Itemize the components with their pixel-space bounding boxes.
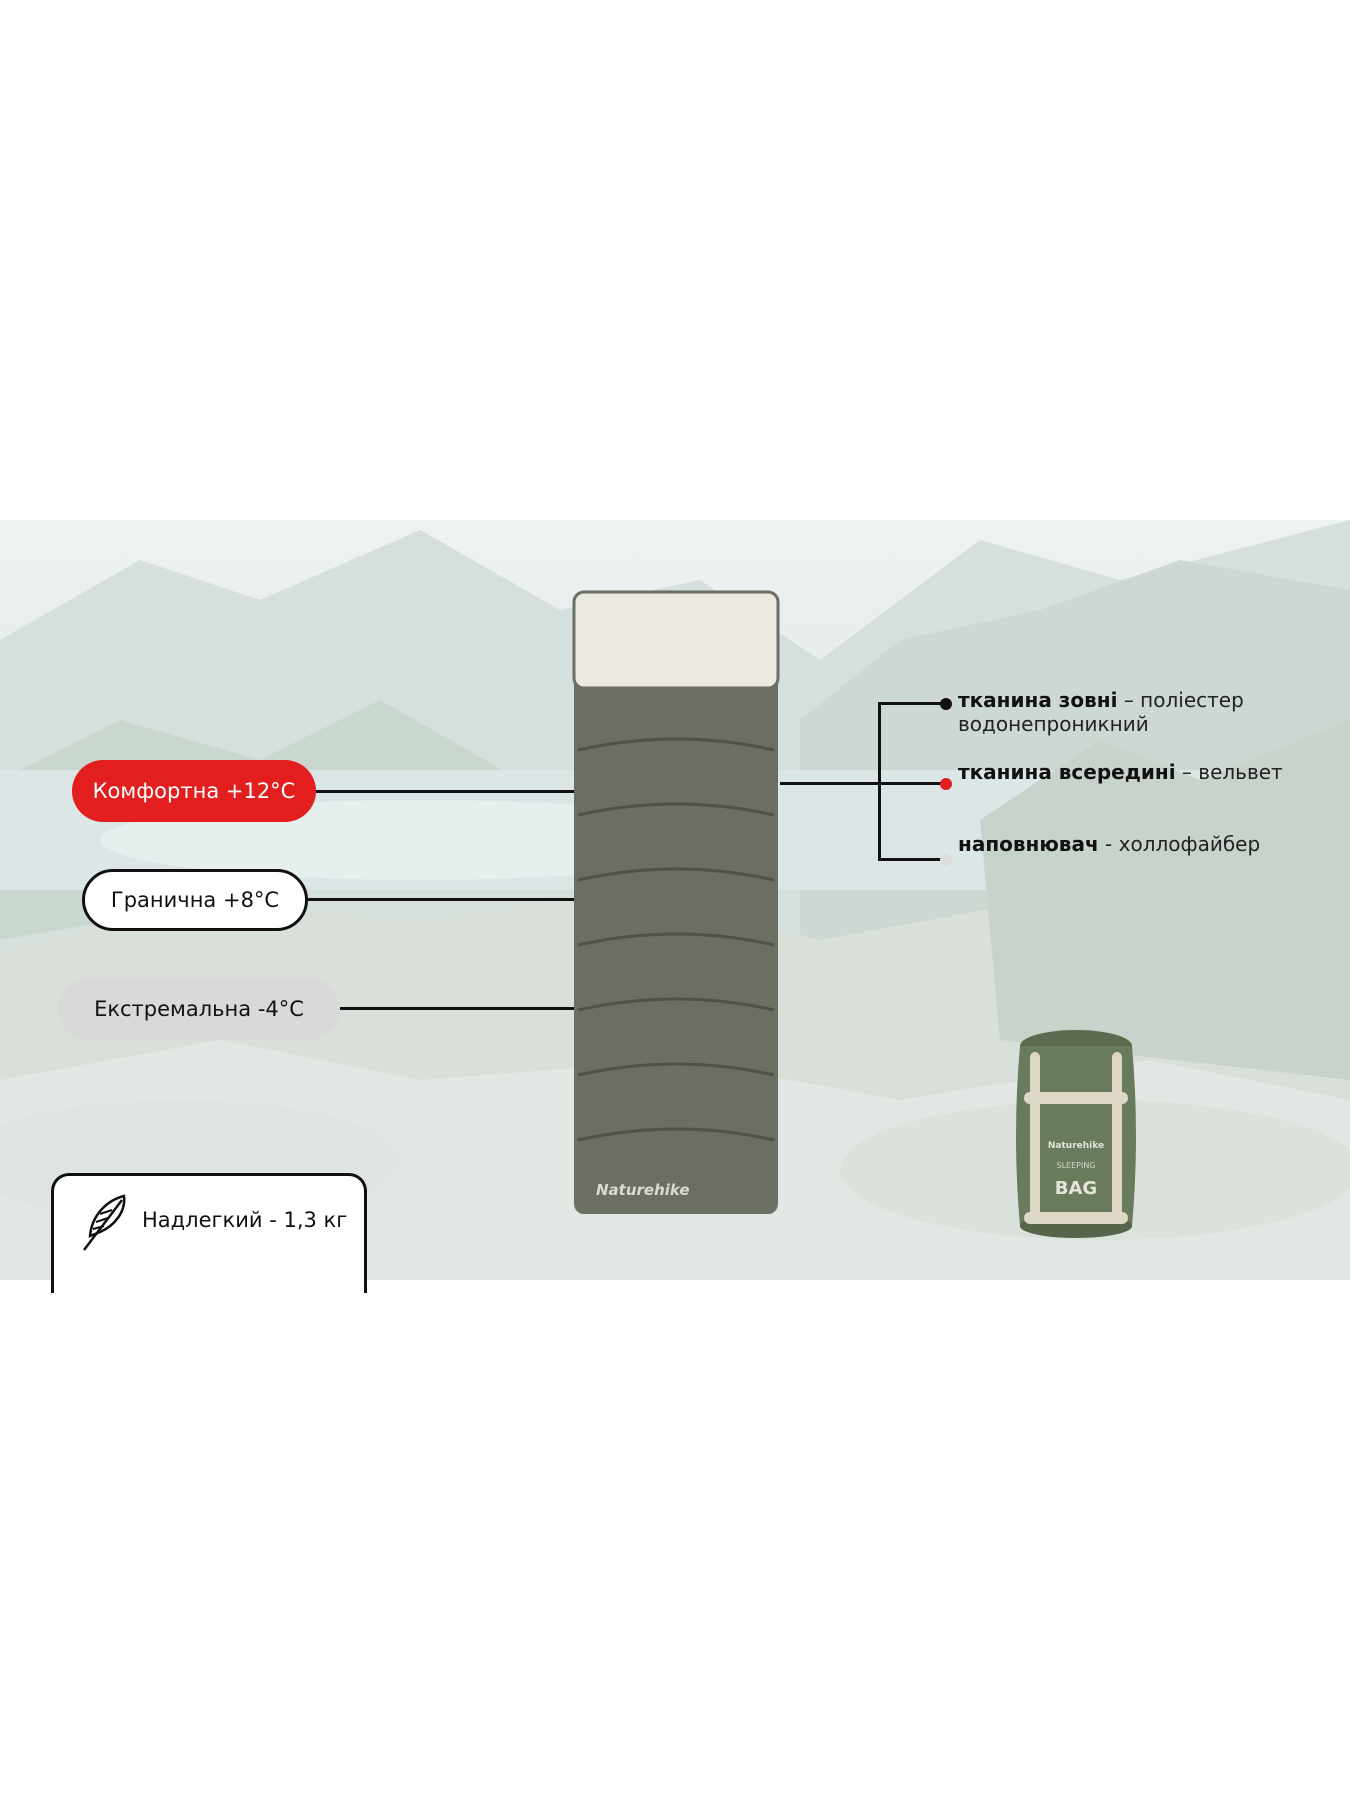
limit-temp-label: Гранична +8°C bbox=[110, 888, 280, 912]
spec-inner-fabric-title: тканина всередині bbox=[958, 760, 1176, 784]
spec-connector-3 bbox=[878, 858, 946, 861]
extreme-temp-badge: Екстремальна -4°C bbox=[58, 978, 340, 1040]
spec-filling-title: наповнювач bbox=[958, 832, 1099, 856]
spec-inner-fabric: тканина всередині – вельвет bbox=[958, 760, 1318, 784]
feather-icon bbox=[83, 1194, 126, 1251]
spec-outer-fabric-text: – поліестер водонепроникний bbox=[958, 688, 1244, 736]
spec-connector-main bbox=[780, 782, 880, 785]
extreme-temp-label: Екстремальна -4°C bbox=[94, 997, 304, 1021]
sack-line: SLEEPING bbox=[1056, 1161, 1095, 1170]
spec-dot-1 bbox=[940, 698, 952, 710]
spec-inner-fabric-text: – вельвет bbox=[1175, 760, 1283, 784]
comfort-temp-badge: Комфортна +12°C bbox=[72, 760, 316, 822]
bag-brand-logo: Naturehike bbox=[596, 1181, 690, 1199]
spec-filling: наповнювач - холлофайбер bbox=[958, 832, 1318, 856]
weight-card: Надлегкий - 1,3 кг bbox=[51, 1173, 367, 1293]
spec-connector-1 bbox=[878, 702, 946, 705]
spec-connector-vertical bbox=[878, 702, 881, 860]
spec-outer-fabric-title: тканина зовні bbox=[958, 688, 1118, 712]
spec-outer-fabric: тканина зовні – поліестер водонепроникни… bbox=[958, 688, 1318, 736]
limit-temp-badge: Гранична +8°C bbox=[82, 869, 308, 931]
limit-connector bbox=[308, 898, 574, 901]
extreme-connector bbox=[340, 1007, 574, 1010]
compression-sack-image: Naturehike SLEEPING BAG bbox=[1016, 1030, 1136, 1238]
spec-filling-text: - холлофайбер bbox=[1098, 832, 1261, 856]
spec-dot-3 bbox=[940, 854, 952, 866]
spec-dot-2 bbox=[940, 778, 952, 790]
sack-title: BAG bbox=[1055, 1178, 1097, 1199]
spec-connector-2 bbox=[878, 782, 946, 785]
comfort-temp-label: Комфортна +12°C bbox=[92, 779, 296, 803]
sleeping-bag-image: Naturehike bbox=[572, 590, 780, 1214]
weight-label: Надлегкий - 1,3 кг bbox=[142, 1208, 348, 1232]
comfort-connector bbox=[316, 790, 574, 793]
sack-brand: Naturehike bbox=[1048, 1141, 1104, 1151]
